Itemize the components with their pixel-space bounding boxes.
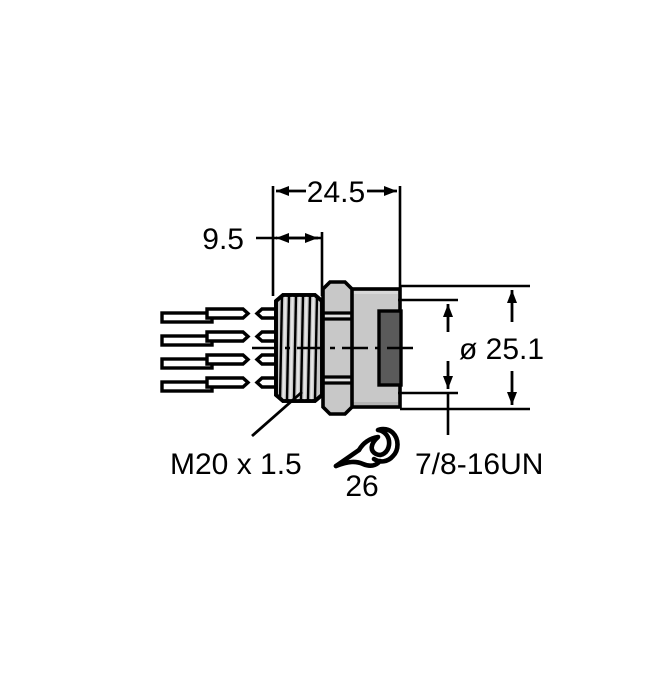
list-item [160, 353, 251, 370]
overall-length-dimension: 24.5 [271, 176, 402, 296]
rear-thread-label-group: M20 x 1.5 [170, 390, 303, 481]
outer-diameter-value: ø 25.1 [459, 333, 544, 366]
thread-length-value: 9.5 [202, 223, 244, 256]
list-item [160, 376, 251, 393]
outer-diameter-dimension: ø 25.1 [400, 284, 544, 411]
list-item [160, 307, 251, 324]
list-item [160, 330, 251, 347]
front-thread-label-group: 7/8-16UN [415, 448, 543, 481]
thread-length-dimension: 9.5 [202, 223, 324, 296]
rear-thread-label: M20 x 1.5 [170, 448, 302, 481]
loose-contact-pins [160, 307, 251, 393]
overall-length-value: 24.5 [307, 176, 365, 209]
wrench-size-group: 26 [333, 426, 400, 503]
front-thread-label: 7/8-16UN [415, 448, 543, 481]
hex-nut [321, 280, 354, 416]
inner-diameter-dimension [398, 298, 458, 435]
wrench-size-label: 26 [345, 470, 378, 503]
wrench-icon [333, 426, 400, 469]
